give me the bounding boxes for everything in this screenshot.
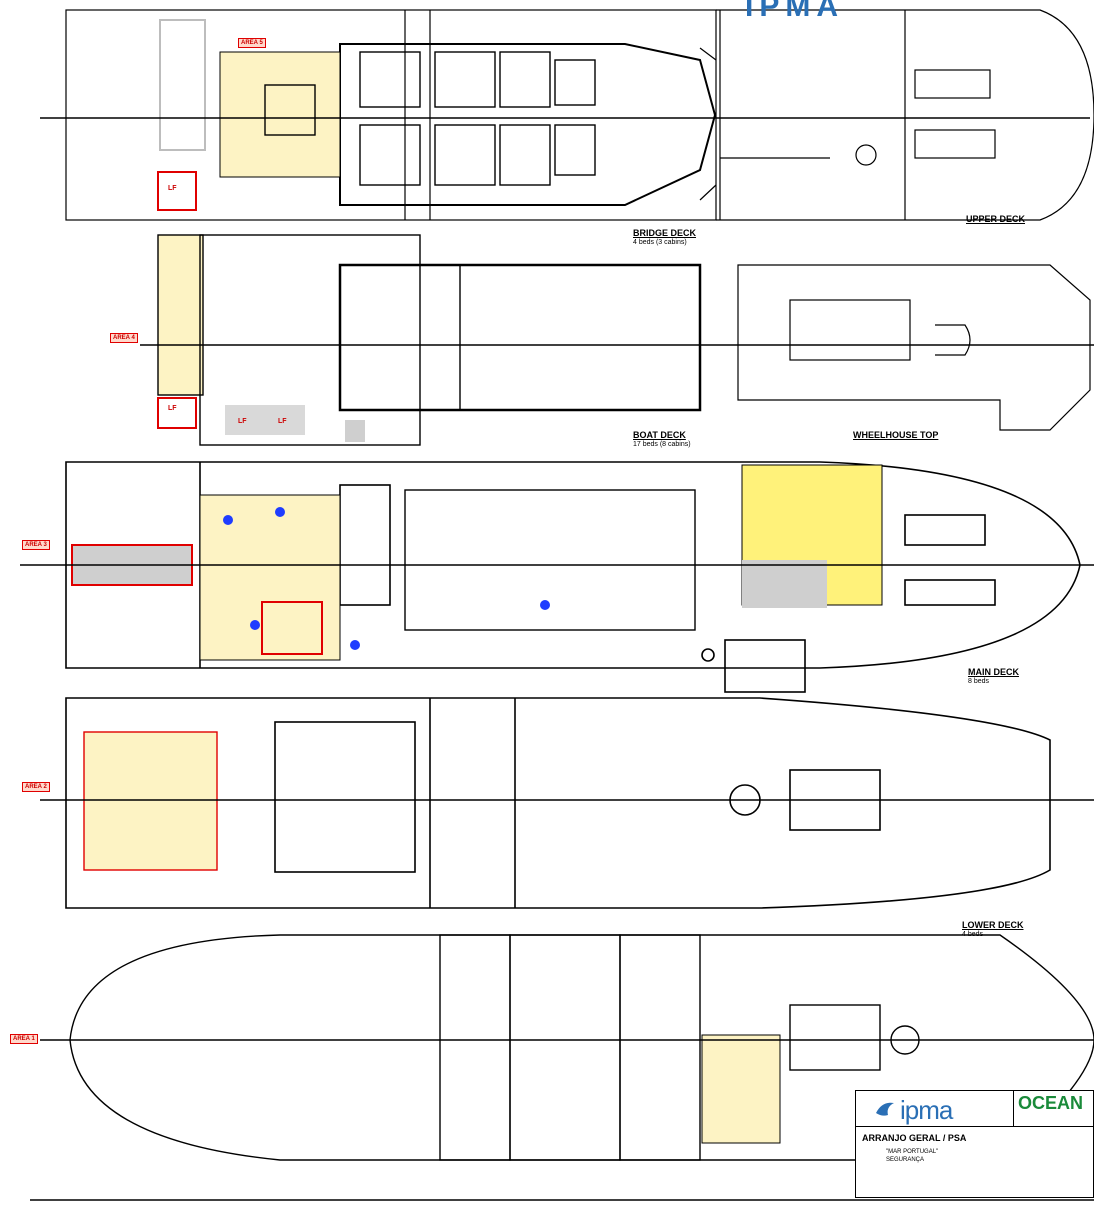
drawing-title: ARRANJO GERAL / PSA <box>862 1133 967 1143</box>
boat-deck-plan <box>157 234 702 446</box>
lifeboat-2 <box>157 397 197 429</box>
blue-marker-5 <box>350 640 360 650</box>
ipma-logo-text: ipma <box>900 1095 953 1125</box>
deck-sub-lower: 4 beds <box>962 931 984 938</box>
deck-sub-boat: 17 beds (8 cabins) <box>633 441 691 448</box>
lifeboat-label-1: LF <box>168 185 177 192</box>
main-deck-grey-zone <box>742 560 827 608</box>
drawing-subject: SEGURANÇA <box>886 1157 925 1163</box>
lower-deck-highlight <box>83 731 218 871</box>
area-tag-5: AREA 5 <box>238 38 266 48</box>
deck-label-wheelhouse: WHEELHOUSE TOP <box>853 430 939 440</box>
centre-lines <box>20 117 1094 1041</box>
lifeboat-label-3: LF <box>238 418 247 425</box>
blue-marker-2 <box>275 507 285 517</box>
bridge-deck-highlight <box>219 51 341 178</box>
lifeboat-label-2: LF <box>168 405 177 412</box>
deck-label-lower: LOWER DECK <box>962 920 1024 930</box>
deck-label-bridge: BRIDGE DECK <box>633 228 697 238</box>
blue-marker-4 <box>540 600 550 610</box>
ipma-logo-box: ipma <box>856 1091 1014 1127</box>
area-tag-4: AREA 4 <box>110 333 138 343</box>
deck-label-main: MAIN DECK <box>968 667 1019 677</box>
bridge-deck-plan <box>65 9 1094 221</box>
lifeboat-1 <box>157 171 197 211</box>
lower-deck-plan <box>65 697 1051 909</box>
blue-marker-1 <box>223 515 233 525</box>
deck-label-boat: BOAT DECK <box>633 430 686 440</box>
area-tag-1: AREA 1 <box>10 1034 38 1044</box>
area-tag-3: AREA 3 <box>22 540 50 550</box>
hold-plan <box>69 934 1094 1161</box>
wave-icon <box>876 1102 894 1116</box>
area-tag-2: AREA 2 <box>22 782 50 792</box>
deck-sub-bridge: 4 beds (3 cabins) <box>633 239 687 246</box>
winch-grey-1 <box>159 19 206 151</box>
hold-highlight <box>701 1034 781 1144</box>
ocean-logo-text: OCEAN <box>1018 1093 1084 1113</box>
top-ipma-logo: IPMA <box>745 0 844 23</box>
title-block: ipma OCEAN ARRANJO GERAL / PSA "MAR PORT… <box>855 1090 1094 1198</box>
bridge-deck-interior <box>264 51 596 186</box>
ocean-logo-box: OCEAN <box>1014 1091 1093 1127</box>
deck-label-upper: UPPER DECK <box>966 214 1026 224</box>
main-deck-red-box <box>261 601 323 655</box>
deck-sub-main: 8 beds <box>968 678 990 685</box>
vessel-name: "MAR PORTUGAL" <box>886 1149 939 1155</box>
main-deck-stern-highlight <box>199 494 341 661</box>
blue-marker-3 <box>250 620 260 630</box>
lifeboat-label-4: LF <box>278 418 287 425</box>
wheelhouse-top-plan <box>737 264 1091 431</box>
